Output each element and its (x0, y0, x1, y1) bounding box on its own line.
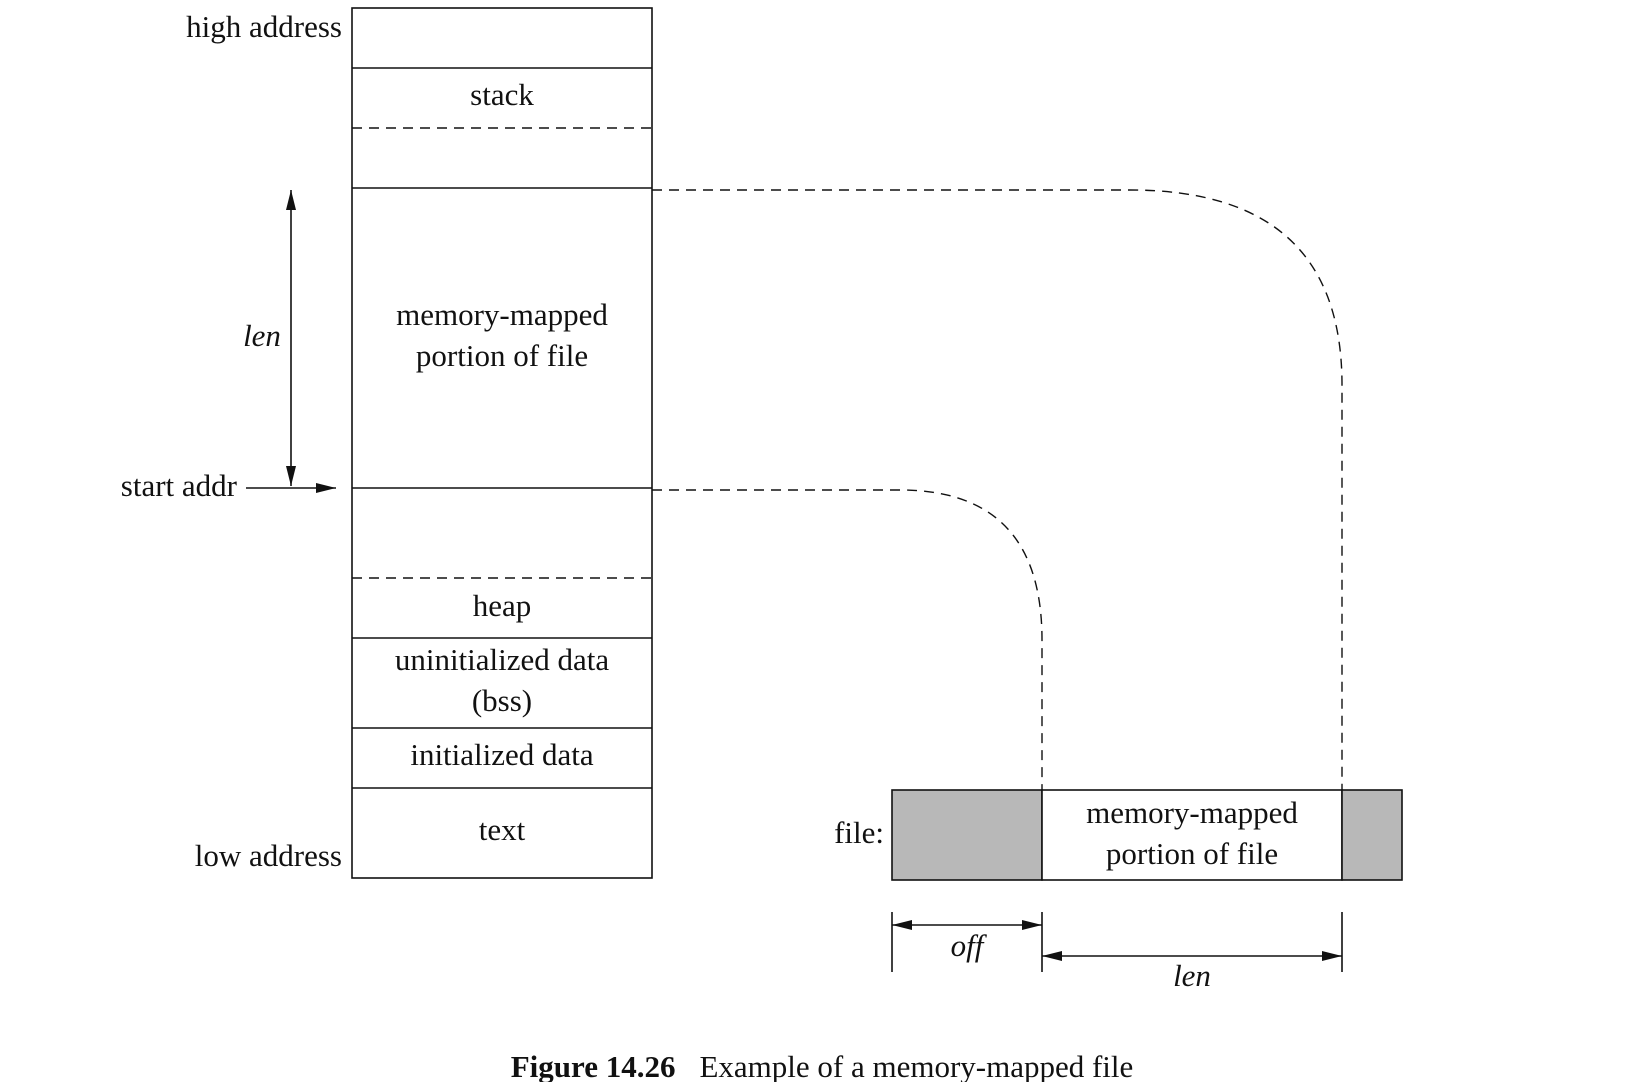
figure-number: Figure 14.26 (511, 1049, 676, 1082)
mapping-curve-start (652, 489, 1043, 790)
low-address-label: low address (195, 838, 342, 873)
start-addr-label: start addr (121, 468, 238, 503)
len-left-label: len (243, 318, 281, 353)
figure-caption-text: Example of a memory-mapped file (699, 1049, 1133, 1082)
file-mapped-label-line1: memory-mapped (1086, 795, 1298, 830)
file-mapped-region (1041, 789, 1343, 881)
high-address-label: high address (186, 9, 342, 44)
memory-column-outline (351, 7, 653, 879)
figure-caption: Figure 14.26 Example of a memory-mapped f… (511, 1049, 1134, 1082)
file-mapped-label-line2: portion of file (1106, 836, 1278, 871)
segment-text-label: text (479, 812, 526, 847)
len-bottom-label: len (1173, 958, 1211, 993)
file-tail-shaded-region (1341, 789, 1403, 881)
file-label: file: (834, 815, 884, 850)
segment-bss-label-line1: uninitialized data (395, 642, 610, 677)
segment-mapped-label-line1: memory-mapped (396, 297, 608, 332)
file-bar: memory-mapped portion of file (891, 789, 1403, 881)
segment-bss-label-line2: (bss) (472, 683, 532, 718)
segment-stack-label: stack (470, 77, 534, 112)
file-offset-shaded-region (891, 789, 1043, 881)
segment-heap-label: heap (473, 588, 532, 623)
mapping-curve-end (652, 189, 1343, 790)
memory-layout-column: stack memory-mapped portion of file heap… (351, 7, 653, 879)
segment-initialized-data-label: initialized data (410, 737, 594, 772)
off-label: off (951, 928, 988, 963)
segment-mapped-label-line2: portion of file (416, 338, 588, 373)
